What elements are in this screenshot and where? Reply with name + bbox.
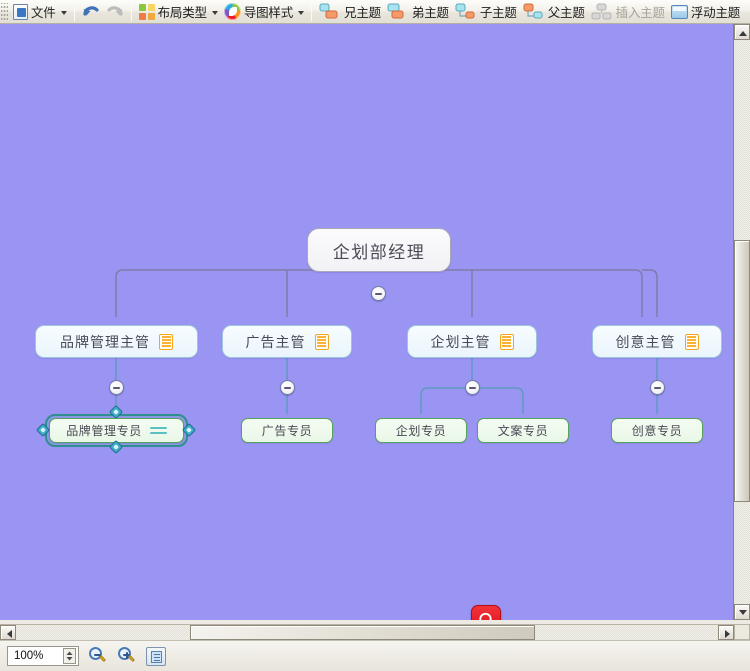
floating-topic-icon <box>670 4 688 19</box>
child-topic-icon <box>455 3 477 20</box>
scroll-right-button[interactable] <box>718 625 734 640</box>
node-label: 文案专员 <box>497 424 549 438</box>
chevron-down-icon[interactable] <box>60 10 67 15</box>
node-label: 品牌管理专员 <box>66 424 142 438</box>
toolbar-label-file: 文件 <box>31 6 56 20</box>
node-label: 广告主管 <box>245 333 306 350</box>
vertical-scroll-thumb[interactable] <box>734 240 750 502</box>
younger-topic-icon <box>387 3 409 20</box>
collapse-button-ad-supervisor[interactable] <box>280 380 295 395</box>
search-icon <box>479 612 492 620</box>
toolbar-label-floating-topic: 浮动主题 <box>690 6 741 20</box>
undo-icon <box>82 3 100 20</box>
node-label: 品牌管理主管 <box>60 333 150 350</box>
mindmap-node-brand-management-specialist[interactable]: 品牌管理专员 <box>49 418 184 443</box>
chevron-down-icon[interactable] <box>211 10 218 15</box>
toolbar-label-parent-topic: 父主题 <box>547 6 585 20</box>
file-icon <box>13 3 28 20</box>
scroll-down-button[interactable] <box>734 604 750 620</box>
node-label: 广告专员 <box>261 424 313 438</box>
insert-topic-icon <box>591 3 613 20</box>
mindmap-node-planning-supervisor[interactable]: 企划主管 <box>407 325 537 358</box>
vertical-scrollbar[interactable] <box>734 24 750 620</box>
toolbar-label-map-style: 导图样式 <box>243 6 294 20</box>
search-floating-button[interactable] <box>471 605 501 620</box>
mindmap-node-creative-specialist[interactable]: 创意专员 <box>611 418 703 443</box>
collapse-button-brand-supervisor[interactable] <box>109 380 124 395</box>
toolbar-label-sibling-before: 兄主题 <box>344 6 381 20</box>
note-icon[interactable] <box>499 333 514 350</box>
node-label: 企划专员 <box>395 424 447 438</box>
scroll-up-button[interactable] <box>734 24 750 40</box>
toolbar-label-insert-topic: 插入主题 <box>615 6 665 20</box>
scroll-left-button[interactable] <box>0 625 16 640</box>
toolbar-button-sibling-before[interactable]: 兄主题 <box>316 1 384 23</box>
toolbar-separator <box>311 2 313 21</box>
mindmap-node-copywriting-specialist[interactable]: 文案专员 <box>477 418 569 443</box>
node-label: 创意专员 <box>631 424 683 438</box>
mindmap-node-creative-supervisor[interactable]: 创意主管 <box>592 325 722 358</box>
mindmap-node-planning-specialist[interactable]: 企划专员 <box>375 418 467 443</box>
mindmap-node-advertising-supervisor[interactable]: 广告主管 <box>222 325 352 358</box>
fit-to-window-button[interactable] <box>146 646 166 666</box>
toolbar-separator <box>73 2 75 21</box>
collapse-button-root[interactable] <box>371 286 386 301</box>
node-label: 创意主管 <box>615 333 676 350</box>
toolbar-button-layout-type[interactable]: 布局类型 <box>136 1 221 23</box>
note-icon[interactable] <box>314 333 329 350</box>
collapse-button-creative-supervisor[interactable] <box>650 380 665 395</box>
horizontal-scroll-thumb[interactable] <box>190 625 535 640</box>
chevron-down-icon[interactable] <box>298 10 305 15</box>
mindmap-node-root[interactable]: 企划部经理 <box>307 228 451 272</box>
toolbar-button-parent-topic[interactable]: 父主题 <box>520 1 588 23</box>
mindmap-canvas[interactable]: 企划部经理 品牌管理主管 广告主管 企划主管 创意主管 品牌管理专员 <box>0 24 733 620</box>
toolbar-drag-handle[interactable] <box>1 2 8 21</box>
zoom-level-input[interactable]: 100% <box>7 646 79 666</box>
note-icon[interactable] <box>684 333 699 350</box>
toolbar-label-sibling-after: 弟主题 <box>411 6 449 20</box>
toolbar-button-floating-topic[interactable]: 浮动主题 <box>668 1 743 23</box>
node-label: 企划主管 <box>430 333 491 350</box>
mindmap-canvas-viewport[interactable]: 企划部经理 品牌管理主管 广告主管 企划主管 创意主管 品牌管理专员 <box>0 24 734 620</box>
sibling-topic-icon <box>319 3 341 20</box>
scrollbar-corner <box>734 624 750 640</box>
node-label: 企划部经理 <box>332 242 426 262</box>
toolbar-label-child-topic: 子主题 <box>479 6 517 20</box>
layout-grid-icon <box>138 3 155 20</box>
zoom-level-value: 100% <box>14 650 44 662</box>
toolbar-button-file[interactable]: 文件 <box>10 1 70 23</box>
parent-topic-icon <box>523 3 545 20</box>
toolbar-separator <box>130 2 132 21</box>
toolbar-button-insert-topic[interactable]: 插入主题 <box>588 1 668 23</box>
zoom-stepper[interactable] <box>63 648 76 664</box>
toolbar-label-layout-type: 布局类型 <box>157 6 207 20</box>
redo-icon <box>106 3 124 20</box>
color-wheel-icon <box>223 3 241 20</box>
mindmap-node-brand-management-supervisor[interactable]: 品牌管理主管 <box>35 325 198 358</box>
relationship-link-icon[interactable] <box>149 425 167 437</box>
toolbar-button-redo[interactable] <box>103 1 127 23</box>
mindmap-node-advertising-specialist[interactable]: 广告专员 <box>241 418 333 443</box>
collapse-button-planning-supervisor[interactable] <box>465 380 480 395</box>
toolbar-button-sibling-after[interactable]: 弟主题 <box>384 1 452 23</box>
zoom-in-button[interactable] <box>117 646 137 666</box>
main-toolbar: 文件 布局类型 导图样式 <box>0 0 750 24</box>
status-bar: 100% <box>0 640 750 671</box>
zoom-out-button[interactable] <box>88 646 108 666</box>
toolbar-button-child-topic[interactable]: 子主题 <box>452 1 520 23</box>
toolbar-button-map-style[interactable]: 导图样式 <box>221 1 307 23</box>
connector-edges <box>115 251 658 414</box>
note-icon[interactable] <box>159 333 173 350</box>
toolbar-button-undo[interactable] <box>79 1 103 23</box>
horizontal-scrollbar[interactable] <box>0 624 734 640</box>
